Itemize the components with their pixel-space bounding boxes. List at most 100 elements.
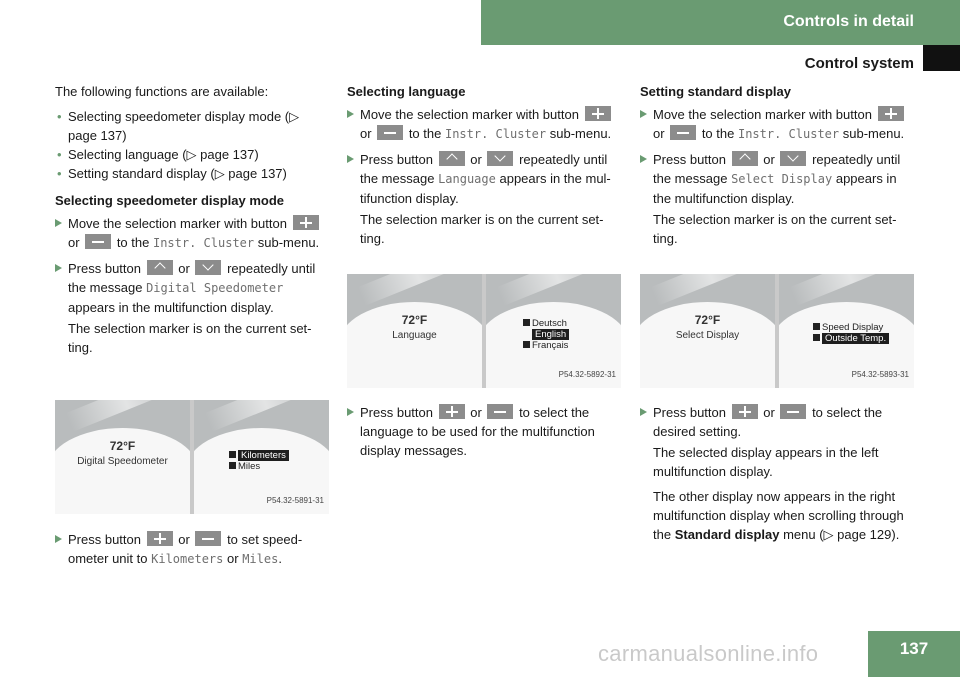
plus-button-icon: [584, 106, 611, 121]
menu-option-selected: Kilometers: [238, 450, 289, 461]
temperature-readout: 72°F: [401, 313, 428, 327]
step-note: The selection marker is on the current s…: [360, 212, 604, 246]
step-arrow-icon: [55, 219, 62, 227]
step-item: Press button or to select the desired se…: [640, 403, 918, 441]
menu-name: Instr. Cluster: [737, 127, 840, 141]
bullet-item: Selecting speedometer display mode (▷ pa…: [55, 107, 330, 145]
plus-button-icon: [877, 106, 904, 121]
up-button-icon: [146, 260, 173, 275]
display-left: 72°F Language: [347, 274, 482, 388]
up-button-icon: [731, 151, 758, 166]
column-3-bottom: Press button or to select the desired se…: [640, 403, 918, 550]
header-bar: Controls in detail: [481, 0, 960, 45]
step-item: Press button or repeatedly until the mes…: [55, 259, 330, 317]
page-number: 137: [868, 631, 960, 677]
plus-icon: [523, 319, 530, 326]
down-button-icon: [195, 260, 222, 275]
step-arrow-icon: [347, 110, 354, 118]
message-name: Select Display: [731, 172, 833, 186]
plus-button-icon: [146, 531, 173, 546]
figure-language: 72°F Language Deutsch English Français P…: [347, 274, 621, 388]
plus-button-icon: [438, 404, 465, 419]
minus-icon: [523, 341, 530, 348]
menu-option: Miles: [238, 461, 261, 472]
minus-button-icon: [780, 404, 807, 419]
display-message: Digital Speedometer: [77, 456, 168, 467]
display-message: Select Display: [675, 330, 740, 341]
minus-button-icon: [670, 125, 697, 140]
step-note: The selection marker is on the current s…: [653, 212, 897, 246]
display-left: 72°F Digital Speedometer: [55, 400, 190, 514]
step-note: The selection marker is on the current s…: [68, 321, 312, 355]
display-left: 72°F Select Display: [640, 274, 775, 388]
step-arrow-icon: [640, 408, 647, 416]
menu-option-selected: Outside Temp.: [822, 333, 890, 344]
step-item: Press button or to select the language t…: [347, 403, 625, 460]
menu-reference: Standard display: [674, 527, 780, 542]
down-button-icon: [487, 151, 514, 166]
step-arrow-icon: [347, 408, 354, 416]
column-1: The following functions are available: S…: [55, 82, 330, 363]
section-heading: Setting standard display: [640, 84, 791, 99]
display-right: Kilometers Miles P54.32-5891-31: [194, 400, 329, 514]
menu-option: Français: [532, 340, 569, 351]
menu-option: Speed Display: [822, 322, 884, 333]
up-button-icon: [438, 151, 465, 166]
temperature-readout: 72°F: [109, 439, 136, 453]
display-menu: Speed Display Outside Temp.: [813, 322, 890, 344]
section-title: Controls in detail: [783, 13, 914, 30]
step-arrow-icon: [55, 535, 62, 543]
bullet-item: Selecting language (▷ page 137): [55, 145, 330, 164]
display-message: Language: [392, 330, 437, 341]
intro-text: The following functions are available:: [55, 84, 269, 99]
step-arrow-icon: [640, 155, 647, 163]
minus-button-icon: [377, 125, 404, 140]
display-right: Speed Display Outside Temp. P54.32-5893-…: [779, 274, 914, 388]
column-2-bottom: Press button or to select the language t…: [347, 403, 625, 466]
step-arrow-icon: [55, 264, 62, 272]
subsection-title: Control system: [804, 55, 914, 72]
minus-icon: [813, 334, 820, 341]
message-name: Language: [438, 172, 496, 186]
minus-button-icon: [195, 531, 222, 546]
menu-name: Instr. Cluster: [444, 127, 547, 141]
plus-button-icon: [292, 215, 319, 230]
bullet-item: Setting standard display (▷ page 137): [55, 164, 330, 183]
step-item: Press button or repeatedly until the mes…: [640, 150, 918, 208]
plus-icon: [229, 451, 236, 458]
minus-icon: [229, 462, 236, 469]
menu-option-selected: English: [532, 329, 570, 340]
step-item: Move the selection marker with button or…: [347, 105, 625, 144]
step-arrow-icon: [640, 110, 647, 118]
step-item: Move the selection marker with button or…: [55, 214, 330, 253]
section-tab: [923, 45, 960, 71]
unit-miles: Miles: [242, 552, 279, 566]
step-item: Press button or repeatedly until the mes…: [347, 150, 625, 208]
unit-kilometers: Kilometers: [151, 552, 224, 566]
watermark: carmanualsonline.info: [598, 641, 819, 666]
menu-option: Deutsch: [532, 318, 567, 329]
display-menu: Deutsch English Français: [523, 318, 570, 351]
column-1-bottom: Press button or to set speed-ometer unit…: [55, 530, 330, 575]
step-arrow-icon: [347, 155, 354, 163]
temperature-readout: 72°F: [694, 313, 721, 327]
menu-name: Instr. Cluster: [152, 236, 255, 250]
minus-button-icon: [487, 404, 514, 419]
display-menu: Kilometers Miles: [229, 450, 289, 472]
step-note: The selected display appears in the left…: [653, 445, 879, 479]
figure-code: P54.32-5893-31: [851, 370, 909, 379]
plus-button-icon: [731, 404, 758, 419]
figure-standard-display: 72°F Select Display Speed Display Outsid…: [640, 274, 914, 388]
figure-code: P54.32-5892-31: [558, 370, 616, 379]
down-button-icon: [780, 151, 807, 166]
minus-button-icon: [85, 234, 112, 249]
column-3: Setting standard display Move the select…: [640, 82, 918, 254]
column-2: Selecting language Move the selection ma…: [347, 82, 625, 254]
section-heading: Selecting language: [347, 84, 466, 99]
step-note: The other display now appears in the rig…: [653, 489, 904, 542]
plus-icon: [813, 323, 820, 330]
step-item: Press button or to set speed-ometer unit…: [55, 530, 330, 569]
display-right: Deutsch English Français P54.32-5892-31: [486, 274, 621, 388]
figure-speedometer: 72°F Digital Speedometer Kilometers Mile…: [55, 400, 329, 514]
step-item: Move the selection marker with button or…: [640, 105, 918, 144]
